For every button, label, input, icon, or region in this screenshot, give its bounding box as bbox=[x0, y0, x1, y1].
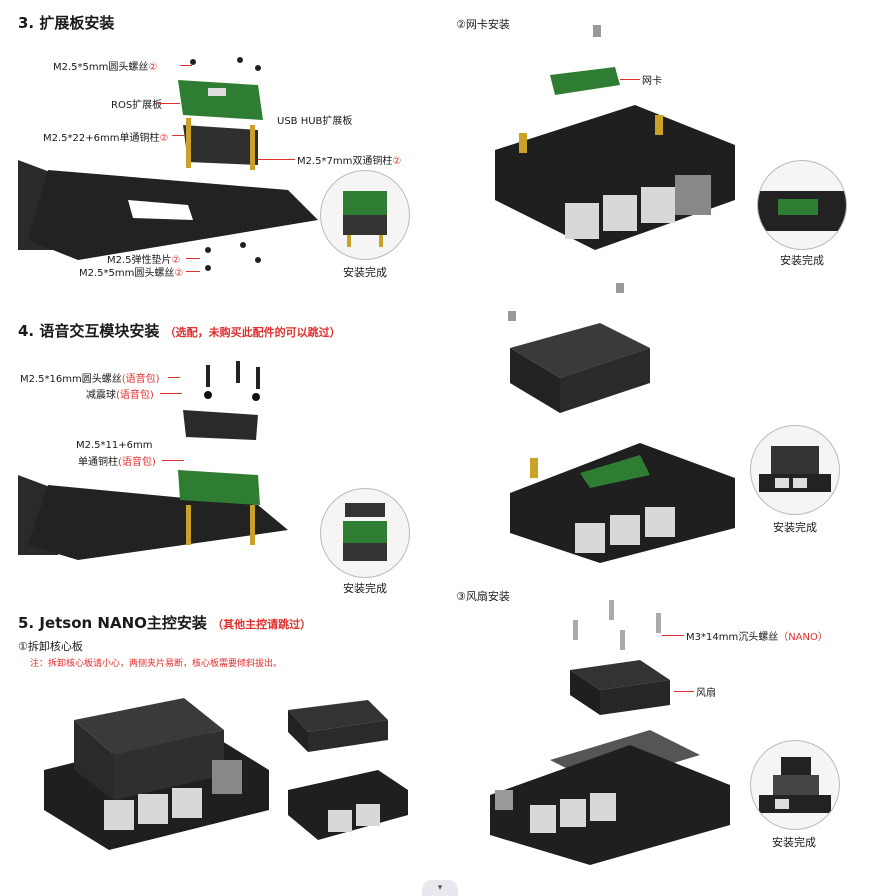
label-ros-board: ROS扩展板 bbox=[111, 100, 163, 111]
fan-install-illustration bbox=[490, 600, 730, 865]
label-pillar: M2.5*22+6mm单通铜柱② bbox=[43, 133, 169, 144]
done-label-wifi: 安装完成 bbox=[780, 254, 824, 267]
wifi-title: ②网卡安装 bbox=[456, 18, 510, 31]
done-label-fan: 安装完成 bbox=[772, 836, 816, 849]
label-usb-hub: USB HUB扩展板 bbox=[277, 116, 353, 127]
label-screw-bottom: M2.5*5mm圆头螺丝② bbox=[79, 268, 184, 279]
label-wifi-card: 网卡 bbox=[642, 76, 662, 87]
label-fan-screw: M3*14mm沉头螺丝（NANO） bbox=[686, 632, 828, 643]
done-label-4: 安装完成 bbox=[343, 582, 387, 595]
done-label-3: 安装完成 bbox=[343, 266, 387, 279]
wifi-install-illustration bbox=[495, 25, 735, 250]
scroll-down-button[interactable]: ▾ bbox=[422, 880, 458, 896]
section-4-title: 4. 语音交互模块安装 （选配，未购买此配件的可以跳过） bbox=[18, 322, 341, 340]
jetson-with-core-illustration bbox=[44, 698, 269, 850]
label-voice-pillar-2: 单通铜柱(语音包) bbox=[78, 457, 156, 468]
section-5-title: 5. Jetson NANO主控安装 （其他主控请跳过） bbox=[18, 614, 312, 632]
done-image-circle-4 bbox=[320, 488, 410, 578]
done-image-circle-wifi bbox=[757, 160, 847, 250]
fan-title: ③风扇安装 bbox=[456, 590, 510, 603]
section-3-title: 3. 扩展板安装 bbox=[18, 14, 115, 32]
done-label-heatsink: 安装完成 bbox=[773, 521, 817, 534]
remove-core-note: 注：拆卸核心板请小心，两侧夹片易断，核心板需要倾斜拔出。 bbox=[30, 659, 283, 669]
label-fan: 风扇 bbox=[696, 688, 716, 699]
voice-module-illustration bbox=[18, 361, 288, 560]
expansion-board-illustration bbox=[18, 57, 318, 271]
chevron-down-icon: ▾ bbox=[437, 883, 443, 893]
sub-remove-core: ①拆卸核心板 bbox=[18, 640, 83, 653]
jetson-core-removed-illustration bbox=[288, 700, 408, 840]
label-screw-top: M2.5*5mm圆头螺丝② bbox=[53, 62, 158, 73]
label-voice-ball: 减震球(语音包) bbox=[86, 390, 154, 401]
label-pillar2: M2.5*7mm双通铜柱② bbox=[297, 156, 402, 167]
done-image-circle-fan bbox=[750, 740, 840, 830]
done-image-circle-3 bbox=[320, 170, 410, 260]
done-image-circle-heatsink bbox=[750, 425, 840, 515]
label-voice-pillar-1: M2.5*11+6mm bbox=[76, 440, 153, 451]
heatsink-install-illustration bbox=[508, 283, 735, 563]
label-voice-screw: M2.5*16mm圆头螺丝(语音包) bbox=[20, 374, 160, 385]
label-washer: M2.5弹性垫片② bbox=[107, 255, 181, 266]
